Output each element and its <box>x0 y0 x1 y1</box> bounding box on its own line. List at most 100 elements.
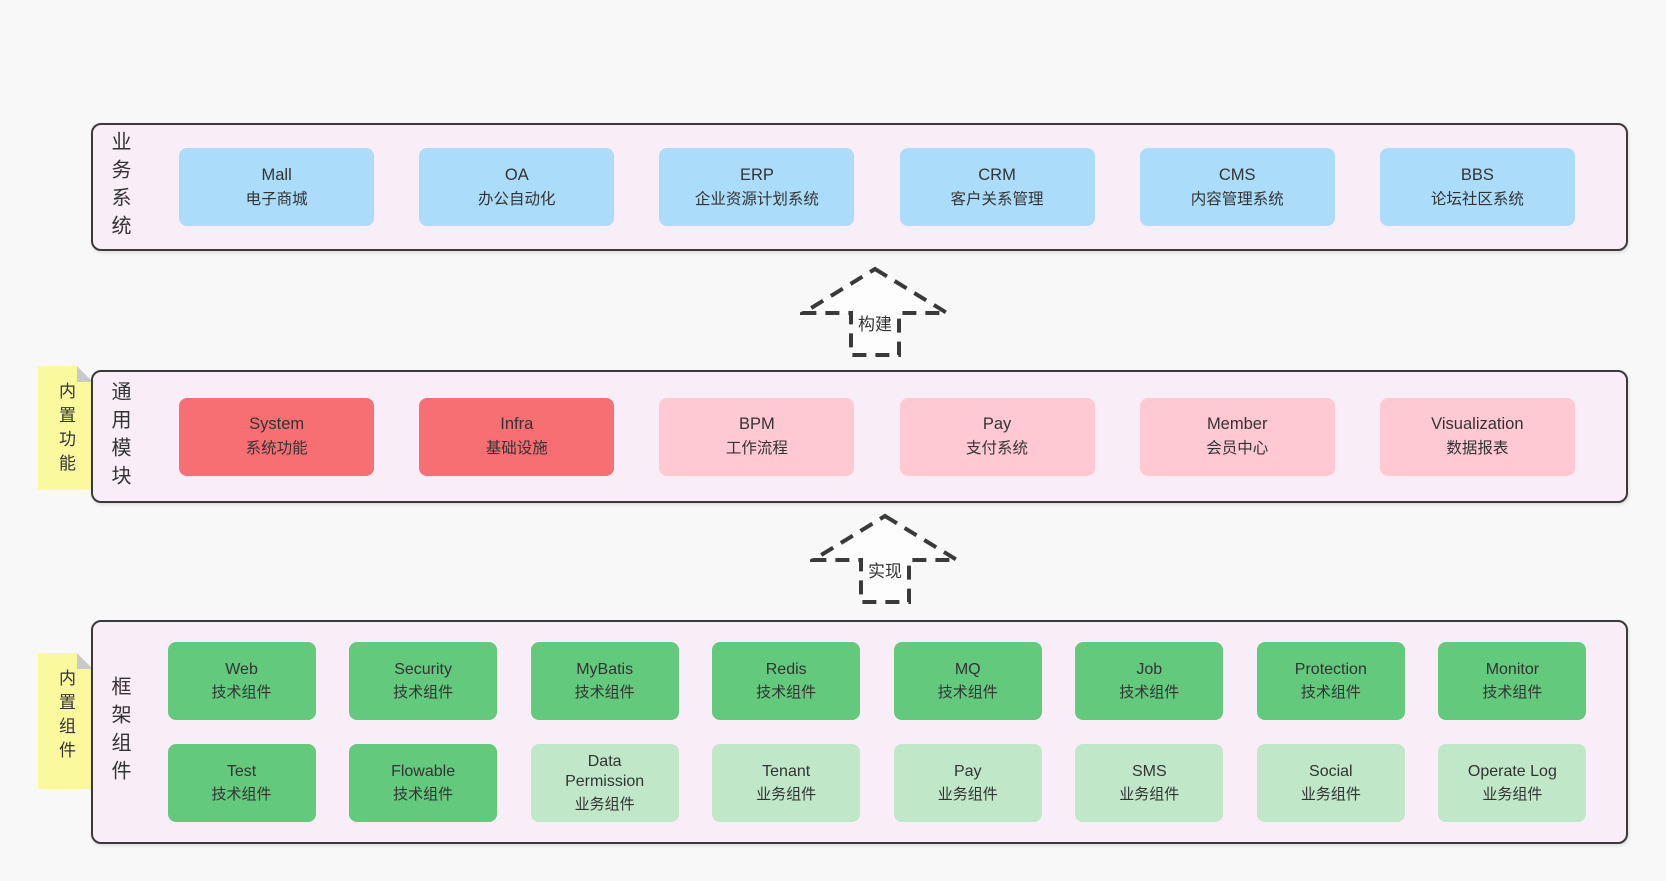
box-title: BBS <box>1460 165 1494 184</box>
module-box-member: Member 会员中心 <box>1139 397 1335 476</box>
box-subtitle: 业务组件 <box>574 796 635 813</box>
box-subtitle: 技术组件 <box>211 786 272 803</box>
implement-arrow-label: 实现 <box>865 561 905 583</box>
component-box-data-permission: Data Permission 业务组件 <box>530 744 679 822</box>
component-box-sms: SMS 业务组件 <box>1075 744 1224 822</box>
module-box-system: System 系统功能 <box>179 397 375 476</box>
sticky-label: 内置组件 <box>56 669 75 765</box>
system-box-erp: ERP 企业资源计划系统 <box>659 148 855 226</box>
component-box-mybatis: MyBatis 技术组件 <box>530 642 679 720</box>
band-label-framework: 框架组件 <box>108 676 130 788</box>
box-subtitle: 技术组件 <box>393 786 454 803</box>
component-box-protection: Protection 技术组件 <box>1256 642 1405 720</box>
implement-arrow: 实现 <box>810 513 960 605</box>
box-subtitle: 技术组件 <box>756 684 817 701</box>
sticky-label: 内置功能 <box>56 382 75 478</box>
box-title: Security <box>394 661 452 678</box>
box-title: Monitor <box>1485 661 1540 678</box>
box-title: Redis <box>765 661 807 678</box>
module-boxes: System 系统功能 Infra 基础设施 BPM 工作流程 Pay 支付系统… <box>134 397 1626 476</box>
sticky-built-in-features: 内置功能 <box>38 366 93 490</box>
component-box-mq: MQ 技术组件 <box>893 642 1042 720</box>
component-box-job: Job 技术组件 <box>1075 642 1224 720</box>
box-title: Tenant <box>762 763 811 780</box>
system-box-crm: CRM 客户关系管理 <box>899 148 1095 226</box>
box-title: Visualization <box>1431 415 1524 433</box>
module-box-bpm: BPM 工作流程 <box>659 397 855 476</box>
box-title: BPM <box>739 415 775 433</box>
box-title: Operate Log <box>1467 763 1557 780</box>
business-systems-band: 业务系统 Mall 电子商城 OA 办公自动化 ERP 企业资源计划系统 CRM… <box>91 123 1628 251</box>
framework-boxes: Web 技术组件 Security 技术组件 MyBatis 技术组件 Redi… <box>134 642 1626 822</box>
box-subtitle: 业务组件 <box>756 786 817 803</box>
component-box-monitor: Monitor 技术组件 <box>1438 642 1587 720</box>
box-subtitle: 论坛社区系统 <box>1430 190 1524 208</box>
system-box-mall: Mall 电子商城 <box>179 148 375 226</box>
box-title: Test <box>226 763 257 780</box>
box-subtitle: 技术组件 <box>574 684 635 701</box>
component-box-pay: Pay 业务组件 <box>893 744 1042 822</box>
box-subtitle: 技术组件 <box>937 684 998 701</box>
box-subtitle: 业务组件 <box>1119 786 1180 803</box>
dashed-up-arrow-icon <box>810 513 960 604</box>
common-modules-band: 通用模块 System 系统功能 Infra 基础设施 BPM 工作流程 Pay… <box>91 370 1628 503</box>
box-subtitle: 电子商城 <box>245 190 308 208</box>
dashed-up-arrow-icon <box>800 266 950 357</box>
sticky-built-in-components: 内置组件 <box>38 653 93 789</box>
box-subtitle: 会员中心 <box>1206 440 1269 457</box>
module-box-visualization: Visualization 数据报表 <box>1379 397 1575 476</box>
box-title: Pay <box>953 763 982 780</box>
box-subtitle: 数据报表 <box>1446 440 1509 457</box>
box-title: Pay <box>982 415 1012 433</box>
band-label-modules: 通用模块 <box>108 380 130 493</box>
box-subtitle: 企业资源计划系统 <box>694 190 819 208</box>
box-subtitle: 技术组件 <box>393 684 454 701</box>
component-box-tenant: Tenant 业务组件 <box>712 744 861 822</box>
framework-components-band: 框架组件 Web 技术组件 Security 技术组件 MyBatis 技术组件… <box>91 620 1628 844</box>
box-title: Data Permission <box>565 753 645 790</box>
box-title: Social <box>1309 763 1353 780</box>
box-title: SMS <box>1131 763 1167 780</box>
box-subtitle: 办公自动化 <box>478 190 556 208</box>
system-box-cms: CMS 内容管理系统 <box>1139 148 1335 226</box>
box-subtitle: 技术组件 <box>1300 684 1361 701</box>
build-arrow-label: 构建 <box>855 314 895 336</box>
box-subtitle: 系统功能 <box>245 440 308 457</box>
component-box-security: Security 技术组件 <box>349 642 498 720</box>
framework-row-2: Test 技术组件 Flowable 技术组件 Data Permission … <box>134 744 1620 822</box>
box-title: MQ <box>954 661 981 678</box>
box-subtitle: 业务组件 <box>1300 786 1361 803</box>
system-box-oa: OA 办公自动化 <box>419 148 615 226</box>
component-box-test: Test 技术组件 <box>167 744 316 822</box>
box-title: Member <box>1206 415 1268 433</box>
component-box-flowable: Flowable 技术组件 <box>349 744 498 822</box>
box-title: Protection <box>1294 661 1367 678</box>
component-box-web: Web 技术组件 <box>167 642 316 720</box>
box-title: OA <box>504 165 529 184</box>
box-subtitle: 支付系统 <box>966 440 1029 457</box>
box-subtitle: 工作流程 <box>725 440 788 457</box>
build-arrow: 构建 <box>800 266 950 358</box>
box-subtitle: 客户关系管理 <box>950 190 1044 208</box>
box-title: Web <box>225 661 258 678</box>
box-subtitle: 业务组件 <box>937 786 998 803</box>
box-subtitle: 基础设施 <box>485 440 548 457</box>
module-box-infra: Infra 基础设施 <box>419 397 615 476</box>
box-subtitle: 业务组件 <box>1482 786 1543 803</box>
band-label-business: 业务系统 <box>108 131 130 243</box>
business-boxes: Mall 电子商城 OA 办公自动化 ERP 企业资源计划系统 CRM 客户关系… <box>134 148 1626 226</box>
box-title: Mall <box>261 165 292 184</box>
box-title: Flowable <box>391 763 456 780</box>
component-box-redis: Redis 技术组件 <box>712 642 861 720</box>
framework-row-1: Web 技术组件 Security 技术组件 MyBatis 技术组件 Redi… <box>134 642 1620 720</box>
box-title: CRM <box>978 165 1016 184</box>
box-title: Infra <box>500 415 534 433</box>
box-subtitle: 技术组件 <box>211 684 272 701</box>
box-title: MyBatis <box>576 661 634 678</box>
component-box-social: Social 业务组件 <box>1256 744 1405 822</box>
box-title: Job <box>1136 661 1163 678</box>
box-subtitle: 技术组件 <box>1119 684 1180 701</box>
system-box-bbs: BBS 论坛社区系统 <box>1379 148 1575 226</box>
box-title: System <box>249 415 305 433</box>
